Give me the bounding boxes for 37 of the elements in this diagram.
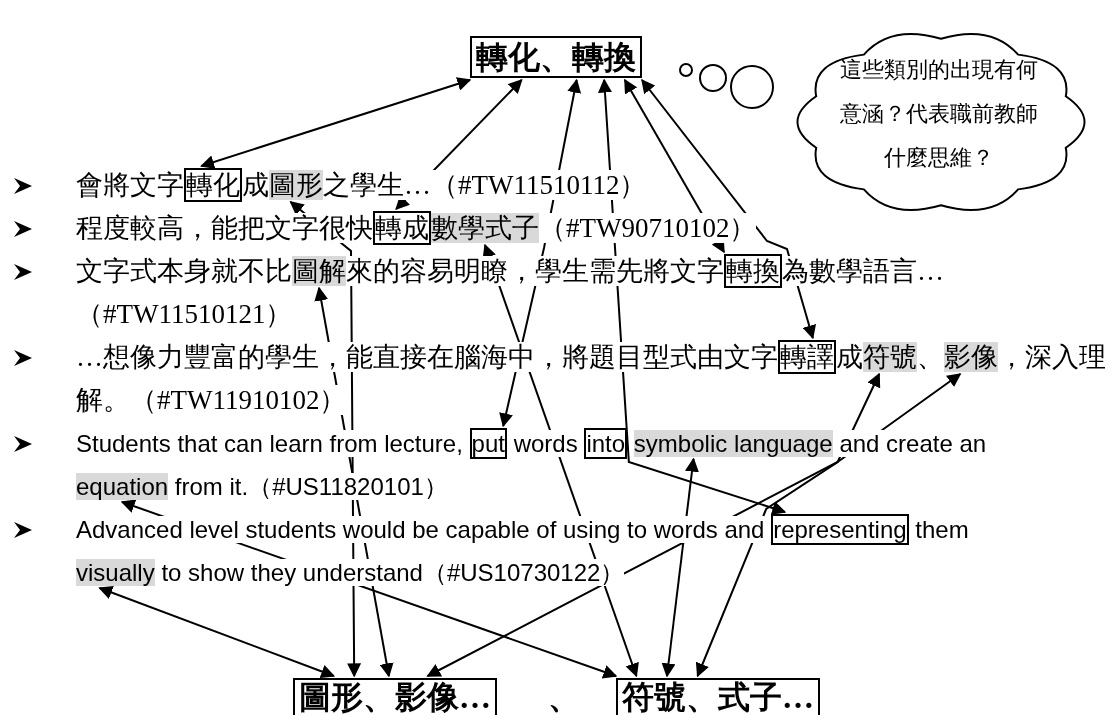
sentence-text: …想像力豐富的學生，能直接在腦海中，將題目型式由文字 — [76, 342, 778, 372]
highlighted-keyword: 符號 — [863, 342, 917, 372]
sentence-text: Students that can learn from lecture, — [76, 430, 463, 457]
highlighted-keyword: 數學式子 — [431, 213, 539, 243]
boxed-keyword: 轉化 — [184, 168, 242, 202]
double-arrow — [98, 585, 336, 679]
highlighted-keyword: visually — [76, 559, 155, 586]
cloud-text: 這些類別的出現有何意涵？代表職前教師什麼思維？ — [839, 56, 1039, 172]
sentence-text: 會將文字 — [76, 170, 184, 200]
double-arrow — [661, 457, 699, 678]
highlighted-keyword: symbolic language — [633, 430, 833, 457]
category-box: 圖形、影像… — [293, 678, 497, 715]
category-box: 符號、式子… — [616, 678, 820, 715]
highlighted-keyword: equation — [76, 473, 169, 500]
boxed-keyword: 轉成 — [373, 211, 431, 245]
boxed-keyword: representing — [771, 514, 909, 545]
sentence-text: Advanced level students would be capable of using to words and — [76, 516, 765, 543]
sentence-text: 來的容易明瞭，學生需先將文字 — [346, 256, 724, 286]
sentence-text: 成 — [836, 342, 863, 372]
sentence-text: to show they understand（#US10730122） — [161, 559, 625, 586]
sentence-text: 為數學語言… — [782, 256, 944, 286]
boxed-keyword: into — [584, 428, 628, 459]
highlighted-keyword: 圖形 — [269, 170, 323, 200]
category-box: 轉化、轉換 — [470, 36, 642, 78]
sentence-text: 成 — [242, 170, 269, 200]
sentence-text: words — [513, 430, 578, 457]
sentence-text: 文字式本身就不比 — [76, 256, 292, 286]
double-arrow — [641, 78, 816, 340]
double-arrow — [200, 77, 472, 169]
highlighted-keyword: 影像 — [944, 342, 998, 372]
boxed-keyword: 轉換 — [724, 254, 782, 288]
sentence-text: and create an — [839, 430, 987, 457]
boxed-keyword: 轉譯 — [778, 340, 836, 374]
sentence-text: 程度較高，能把文字很快 — [76, 213, 373, 243]
boxed-keyword: put — [469, 428, 507, 459]
highlighted-keyword: 圖解 — [292, 256, 346, 286]
separator-text: 、 — [548, 680, 580, 715]
